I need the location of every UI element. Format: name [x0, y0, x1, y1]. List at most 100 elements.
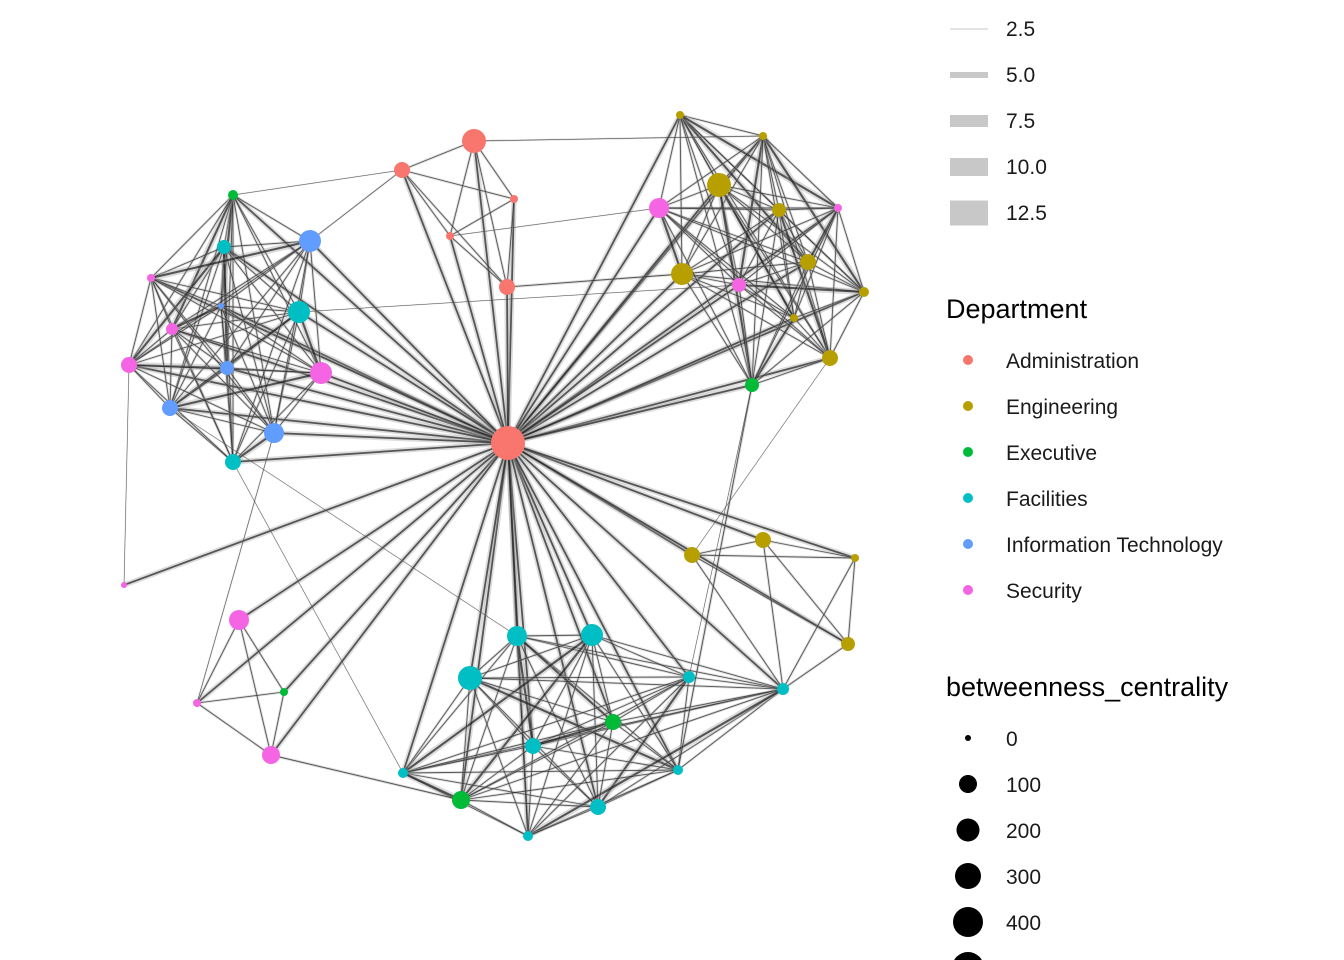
node-facilities-30	[673, 765, 683, 775]
dept-key-engineering	[963, 401, 973, 411]
edge-229	[469, 676, 690, 679]
edge-191	[738, 283, 865, 294]
edge-19	[223, 246, 509, 444]
department-legend: Department Administration Engineering Ex…	[946, 294, 1223, 603]
edge-101	[309, 240, 322, 374]
edge-126	[150, 277, 322, 374]
edge-42	[507, 207, 839, 444]
edge-233	[469, 677, 679, 771]
edge-313	[691, 357, 831, 556]
edge-97	[273, 240, 311, 434]
edge-220	[591, 634, 690, 678]
edge-145	[762, 135, 809, 263]
edge-172	[681, 261, 809, 275]
edge-2	[507, 198, 515, 444]
node-security-42	[649, 198, 669, 218]
edge-1	[401, 169, 509, 444]
edge-96	[169, 240, 311, 409]
edge-288	[506, 198, 515, 288]
edge-175	[681, 273, 831, 359]
edge-layer	[123, 112, 867, 839]
edge-286	[401, 169, 508, 288]
edge-138	[658, 114, 681, 209]
edge-128	[171, 328, 322, 374]
edge-141	[679, 114, 753, 386]
node-administration-2	[394, 162, 410, 178]
edge-194	[658, 207, 795, 319]
edge-75	[232, 311, 300, 463]
node-facilities-28	[525, 738, 541, 754]
edge-226	[527, 634, 593, 837]
edge-111	[150, 277, 228, 369]
edge-247	[402, 688, 784, 774]
edge-269	[597, 721, 614, 808]
edge-193	[793, 317, 831, 359]
dept-label-facilities: Facilities	[1006, 488, 1088, 511]
edge-230	[469, 677, 784, 690]
edge-276	[238, 619, 285, 693]
edge-133	[679, 114, 683, 275]
edge-254	[532, 745, 679, 771]
dept-key-information-technology	[963, 539, 973, 549]
edge-59	[232, 194, 275, 434]
node-security-44	[732, 278, 746, 292]
edge-122	[128, 364, 275, 434]
edge-260	[402, 772, 599, 808]
node-engineering-7	[759, 132, 767, 140]
dept-label-information-technology: Information Technology	[1006, 534, 1223, 557]
node-engineering-14	[822, 350, 838, 366]
edge-278	[196, 691, 285, 704]
edge-160	[718, 184, 839, 209]
edge-189	[658, 207, 865, 293]
edge-294	[762, 539, 856, 559]
edge-108	[220, 305, 322, 374]
edge-103	[169, 305, 222, 409]
edge-297	[847, 557, 856, 645]
edge-301	[232, 169, 403, 196]
edge-197	[751, 317, 795, 386]
edge-296	[762, 539, 784, 690]
dept-label-executive: Executive	[1006, 442, 1097, 465]
edge-91	[171, 328, 234, 463]
edge-73	[128, 246, 225, 366]
node-security-45	[121, 582, 127, 588]
edge-201	[751, 357, 831, 386]
edge-148	[762, 135, 831, 359]
edge-63	[232, 194, 322, 374]
node-facilities-32	[523, 831, 533, 841]
edge-125	[128, 277, 152, 366]
node-security-46	[229, 610, 249, 630]
edge-127	[128, 328, 173, 366]
edge-69	[169, 246, 225, 409]
edge-292	[691, 554, 849, 645]
edge-17	[507, 442, 614, 723]
edge-181	[793, 261, 809, 319]
edge-310	[232, 461, 404, 774]
edge-28	[402, 442, 509, 774]
edge-34	[226, 367, 509, 444]
edge-45	[238, 442, 509, 621]
edge-width-label-3: 7.5	[1006, 110, 1035, 133]
edge-13	[507, 357, 831, 444]
node-engineering-9	[772, 203, 786, 217]
betweenness-legend-title: betweenness_centrality	[946, 672, 1229, 702]
node-executive-17	[280, 688, 288, 696]
node-facilities-20	[217, 240, 231, 254]
node-administration-3	[510, 195, 518, 203]
edge-236	[469, 677, 614, 723]
edge-308	[196, 432, 275, 704]
edge-255	[532, 745, 599, 808]
edge-39	[128, 364, 509, 444]
node-security-43	[834, 204, 842, 212]
node-executive-19	[452, 791, 470, 809]
edge-307	[123, 364, 130, 586]
edge-300	[473, 135, 764, 142]
edge-311	[169, 407, 518, 637]
edge-83	[128, 311, 300, 366]
edge-244	[612, 676, 690, 723]
edge-47	[270, 442, 509, 756]
edge-88	[169, 407, 234, 463]
node-information-technology-37	[264, 423, 284, 443]
node-facilities-29	[398, 768, 408, 778]
edge-149	[658, 135, 764, 209]
